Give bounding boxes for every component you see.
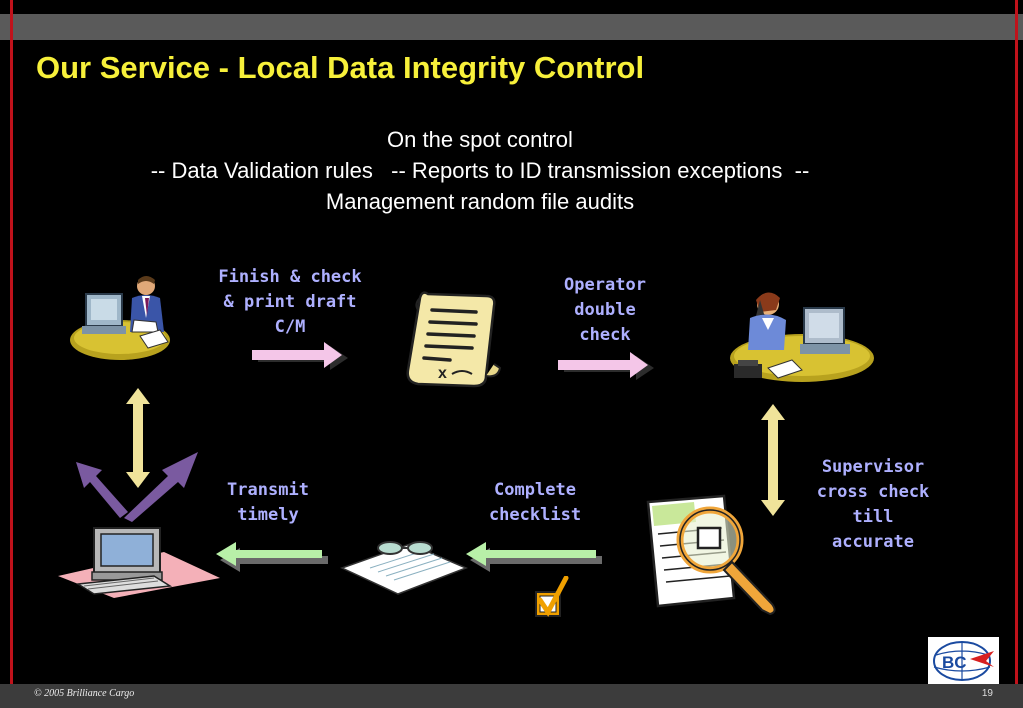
top-bar	[0, 14, 1023, 40]
yellow-double-arrow-right	[761, 404, 785, 516]
step1-label: Finish & check & print draft C/M	[218, 267, 362, 337]
purple-split-arrow	[76, 452, 198, 522]
green-arrow-left-1	[466, 542, 602, 572]
slide-subtitle: On the spot control -- Data Validation r…	[40, 124, 920, 217]
step5-label: Transmit timely	[227, 480, 309, 525]
papers-glasses-icon	[340, 541, 468, 595]
slide-title: Our Service - Local Data Integrity Contr…	[36, 50, 645, 85]
page-number: 19	[981, 688, 993, 699]
yellow-double-arrow-left	[126, 388, 150, 488]
logo-text: BC	[942, 653, 967, 672]
pink-arrow-right-1	[252, 342, 348, 370]
green-arrow-left-2	[216, 542, 328, 572]
document-scroll-icon: x	[406, 291, 502, 388]
step4-label: Complete checklist	[488, 480, 582, 525]
magnifier-report-icon	[646, 494, 776, 616]
brilliance-cargo-logo: BC	[928, 637, 999, 685]
subtitle-line-1: On the spot control	[387, 127, 573, 152]
pink-arrow-right-2	[558, 352, 654, 380]
checkbox-icon	[535, 576, 569, 617]
step3-label: Supervisor cross check till accurate	[816, 457, 930, 552]
phone-operator-icon	[730, 292, 874, 382]
left-border-line	[10, 0, 13, 708]
svg-text:x: x	[438, 365, 447, 382]
office-worker-icon	[70, 276, 170, 360]
footer-copyright: © 2005 Brilliance Cargo	[34, 688, 135, 699]
footer-bar: © 2005 Brilliance Cargo 19	[0, 684, 1023, 708]
subtitle-line-2: -- Data Validation rules -- Reports to I…	[150, 158, 810, 183]
step2-label: Operator double check	[564, 275, 646, 345]
right-border-line	[1015, 0, 1018, 708]
subtitle-line-3: Management random file audits	[325, 189, 635, 214]
computer-icon	[58, 527, 220, 598]
